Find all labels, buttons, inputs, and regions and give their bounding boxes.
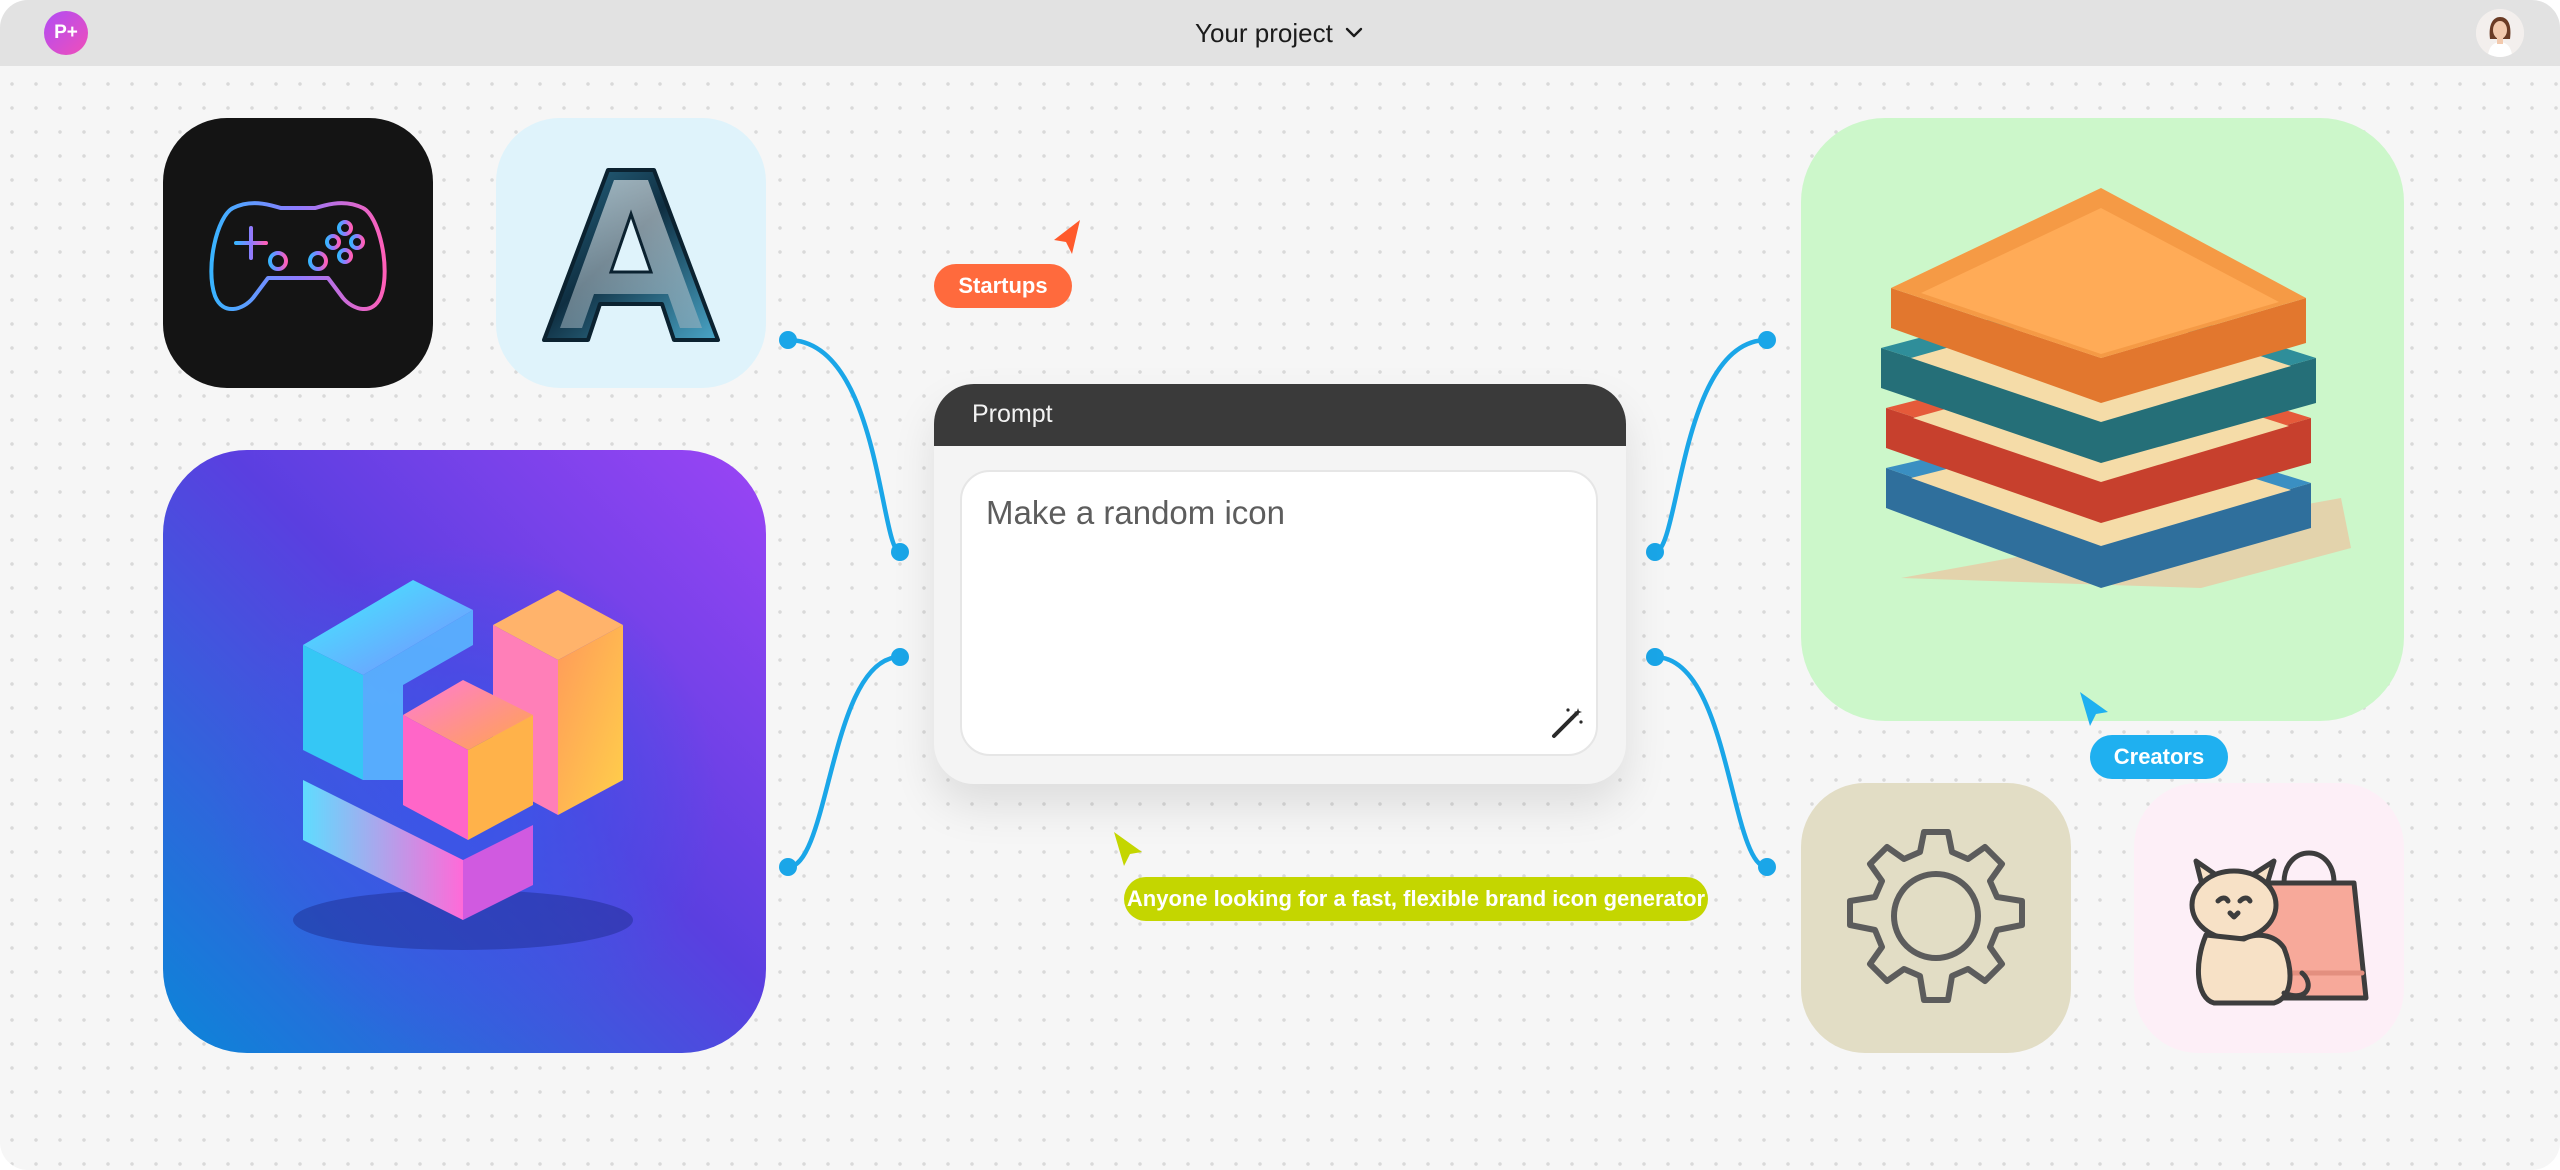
cat-shopping-bag-icon: [2189, 850, 2369, 1006]
prompt-input-box[interactable]: Make a random icon: [960, 470, 1598, 756]
gamepad-icon: [209, 201, 387, 311]
books-icon: [1881, 188, 2351, 588]
chevron-down-icon: [1345, 27, 1362, 38]
tag-anyone: Anyone looking for a fast, flexible bran…: [1124, 877, 1708, 921]
cursor-arrow-icon-green: [1114, 832, 1142, 866]
cursor-arrow-icon-blue: [2080, 692, 2108, 726]
gear-icon: [1847, 829, 2025, 1003]
project-selector[interactable]: Your project: [1195, 17, 1363, 49]
prompt-header-label: Prompt: [972, 400, 1053, 428]
prompt-card: Prompt Make a random icon: [934, 384, 1626, 784]
cube-logo-tile[interactable]: [163, 450, 766, 1053]
avatar[interactable]: [2476, 9, 2524, 57]
letter-a-icon: [542, 168, 720, 342]
magic-wand-icon[interactable]: [1550, 706, 1584, 740]
tag-creators: Creators: [2090, 735, 2228, 779]
books-tile[interactable]: [1801, 118, 2404, 721]
gear-tile[interactable]: [1801, 783, 2071, 1053]
letter-a-tile[interactable]: [496, 118, 766, 388]
cube-logo-icon: [293, 580, 633, 950]
project-title: Your project: [1195, 17, 1333, 48]
user-avatar-icon: [2476, 9, 2524, 57]
gamepad-tile[interactable]: [163, 118, 433, 388]
cursor-arrow-icon-orange: [1054, 220, 1080, 254]
app-logo[interactable]: P+: [44, 11, 88, 55]
prompt-header: Prompt: [934, 384, 1626, 446]
cat-bag-tile[interactable]: [2134, 783, 2404, 1053]
tag-startups: Startups: [934, 264, 1072, 308]
prompt-input[interactable]: Make a random icon: [986, 494, 1285, 531]
top-bar: P+ Your project: [0, 0, 2560, 66]
